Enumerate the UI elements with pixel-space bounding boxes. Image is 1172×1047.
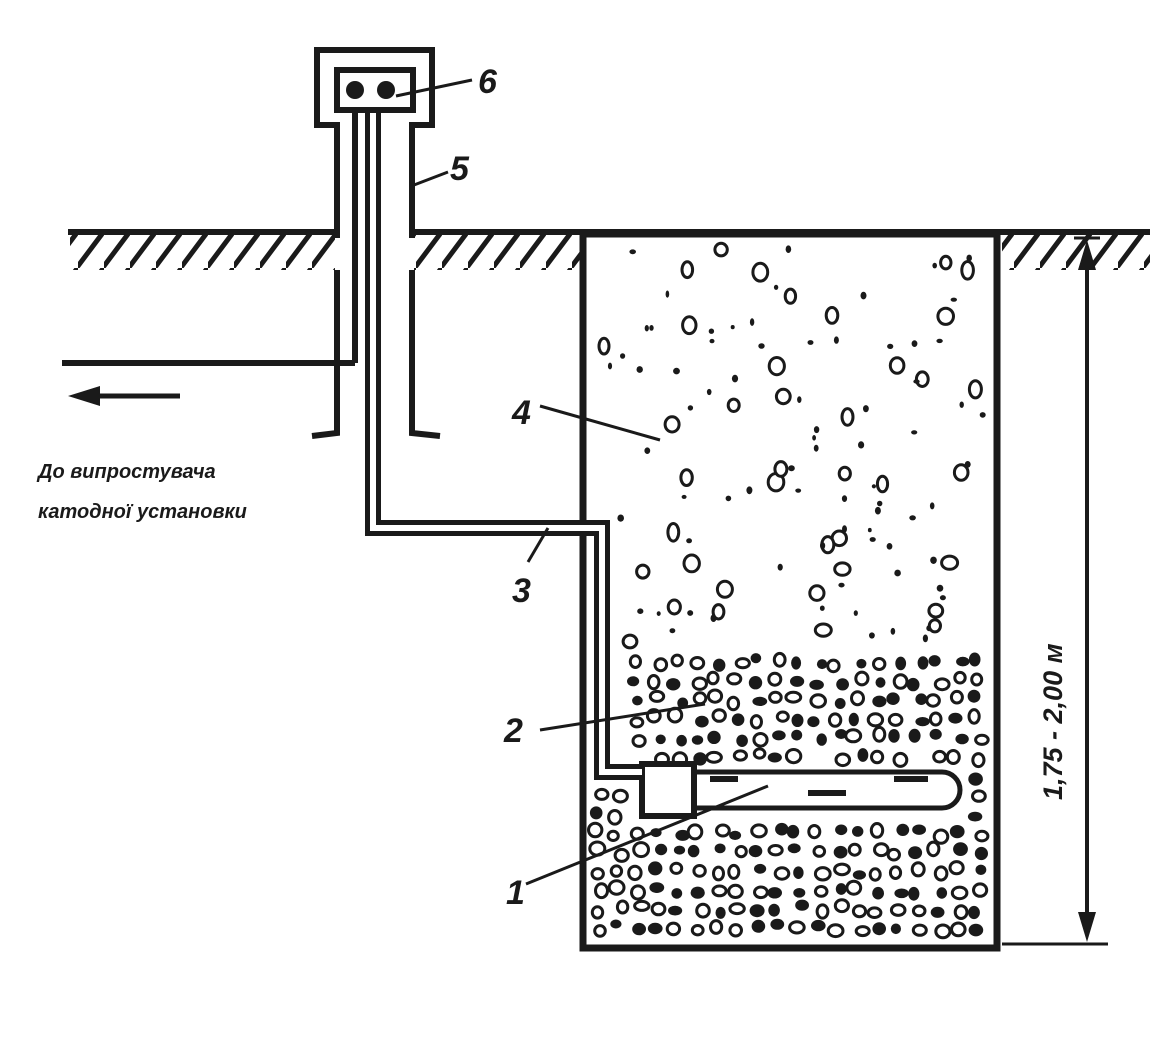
control-terminal-pipe bbox=[311, 47, 441, 439]
terminal-block bbox=[334, 67, 416, 113]
anode-electrode bbox=[639, 761, 963, 819]
label-2: 2 bbox=[503, 712, 523, 750]
caption-line-2: катодної установки bbox=[38, 501, 247, 523]
backfill-dots bbox=[587, 241, 990, 940]
label-6: 6 bbox=[478, 63, 498, 101]
cable-to-rectifier bbox=[62, 105, 358, 366]
label-4: 4 bbox=[511, 394, 531, 432]
caption-line-1: До випростувача bbox=[36, 461, 216, 483]
label-1: 1 bbox=[506, 874, 525, 912]
label-5: 5 bbox=[450, 150, 470, 188]
ground-surface bbox=[68, 229, 1150, 270]
direction-arrow bbox=[68, 386, 180, 406]
label-3: 3 bbox=[512, 572, 531, 610]
pit bbox=[579, 230, 1001, 952]
depth-dimension bbox=[1002, 236, 1108, 946]
leader-lines bbox=[395, 78, 769, 886]
depth-label: 1,75 - 2,00 м bbox=[1038, 643, 1068, 800]
connecting-cable bbox=[365, 112, 642, 780]
